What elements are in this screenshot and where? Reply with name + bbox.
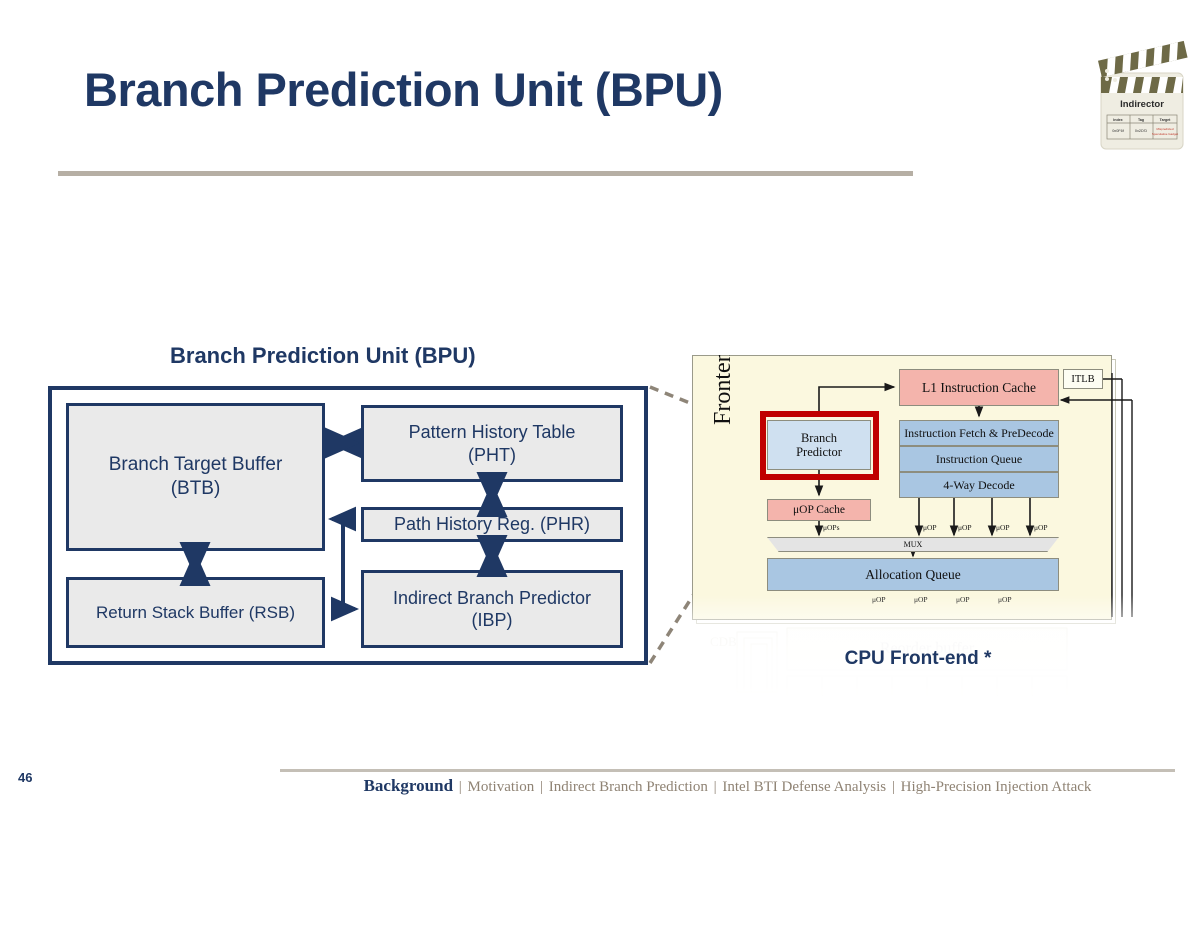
logo-title: Indirector (1120, 99, 1164, 110)
bpu-node-ibp: Indirect Branch Predictor(IBP) (361, 570, 623, 648)
cpu-box-l1-instruction-cache: L1 Instruction Cache (899, 369, 1059, 406)
bpu-node-btb-label: Branch Target Buffer(BTB) (108, 454, 283, 499)
footer-separator-1: | (458, 779, 462, 795)
indirector-logo: Indirector Index Tag Target 0x0F6f 0x2D'… (1093, 33, 1197, 153)
edge-label-uop-2: μOP (958, 523, 972, 532)
bpu-node-rsb-label: Return Stack Buffer (RSB) (95, 602, 296, 622)
footer-separator-2: | (539, 779, 543, 795)
cpu-box-allocation-queue: Allocation Queue (767, 558, 1059, 591)
footer-item-indirect-branch-prediction[interactable]: Indirect Branch Prediction (548, 779, 708, 795)
bpu-diagram-heading: Branch Prediction Unit (BPU) (170, 343, 476, 368)
bpu-node-btb: Branch Target Buffer(BTB) (66, 403, 325, 551)
edge-label-uop-out-4: μOP (998, 595, 1012, 604)
svg-text:Speculative Gadget: Speculative Gadget (1152, 132, 1178, 136)
cpu-box-itlb: ITLB (1063, 369, 1103, 389)
edge-label-uop-out-2: μOP (914, 595, 928, 604)
logo-table (1106, 114, 1178, 140)
edge-label-uop-out-3: μOP (956, 595, 970, 604)
logo-th-index: Index (1113, 118, 1122, 122)
page-title: Branch Prediction Unit (BPU) (84, 63, 723, 116)
edge-label-uops: μOPs (823, 523, 840, 532)
title-divider (58, 171, 913, 176)
edge-label-uop-4: μOP (1034, 523, 1048, 532)
footer-item-intel-bti-defense-analysis[interactable]: Intel BTI Defense Analysis (722, 779, 887, 795)
footer-divider (280, 769, 1175, 772)
cpu-figure-caption: CPU Front-end * (844, 648, 992, 669)
logo-th-target: Target (1160, 118, 1172, 122)
clapperboard-icon (1098, 40, 1188, 150)
svg-text:CDB: CDB (710, 634, 737, 649)
cpu-box-mux: MUX (767, 537, 1059, 552)
cpu-box-instruction-fetch-predecode: Instruction Fetch & PreDecode (899, 420, 1059, 446)
logo-td-target: Mispredicted (1156, 127, 1173, 131)
footer-item-high-precision-injection-attack[interactable]: High-Precision Injection Attack (900, 779, 1092, 795)
cpu-wires (814, 373, 1133, 617)
bpu-node-phr-label: Path History Reg. (PHR) (393, 514, 591, 535)
bpu-node-phr: Path History Reg. (PHR) (361, 507, 623, 542)
logo-td-index: 0x0F6f (1112, 129, 1125, 133)
page-number: 46 (18, 770, 33, 785)
cpu-box-instruction-queue: Instruction Queue (899, 446, 1059, 472)
logo-th-tag: Tag (1138, 118, 1144, 122)
bpu-node-ibp-label: Indirect Branch Predictor(IBP) (392, 587, 592, 631)
footer-separator-4: | (891, 779, 895, 795)
footer-navigation: Background | Motivation | Indirect Branc… (280, 776, 1175, 796)
edge-label-uop-1: μOP (923, 523, 937, 532)
bpu-node-rsb: Return Stack Buffer (RSB) (66, 577, 325, 648)
bpu-node-pht-label: Pattern History Table(PHT) (408, 422, 576, 465)
logo-td-tag: 0x2D'D (1135, 129, 1148, 133)
edge-label-uop-3: μOP (996, 523, 1010, 532)
bpu-node-pht: Pattern History Table(PHT) (361, 405, 623, 482)
cpu-box-4-way-decode: 4-Way Decode (899, 472, 1059, 498)
footer-separator-3: | (713, 779, 717, 795)
footer-item-background[interactable]: Background (363, 776, 454, 795)
branch-predictor-highlight (760, 411, 879, 480)
cpu-box-uop-cache: μOP Cache (767, 499, 871, 521)
footer-item-motivation[interactable]: Motivation (467, 779, 535, 795)
edge-label-uop-out-1: μOP (872, 595, 886, 604)
